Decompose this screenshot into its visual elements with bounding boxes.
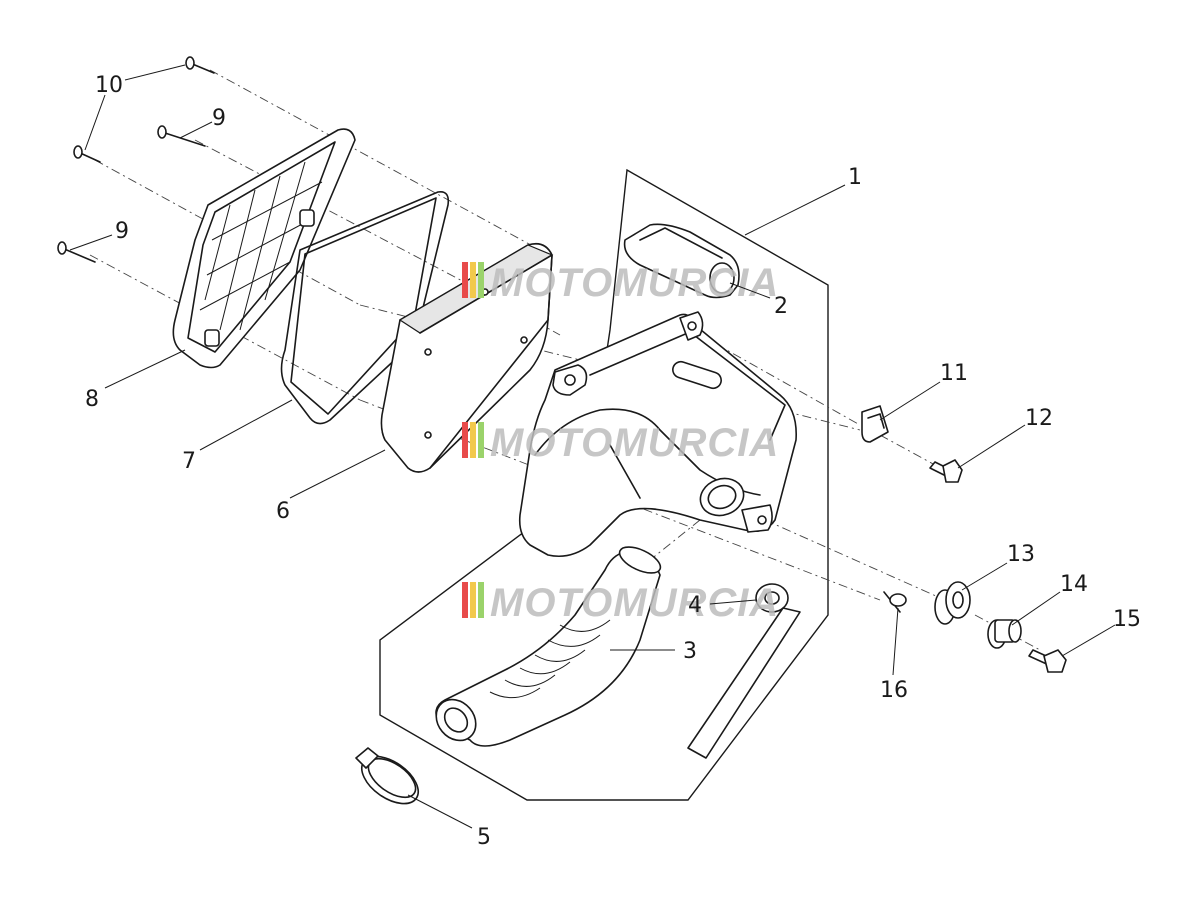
callout-labels: 1 2 3 4 5 6 7 8 9 9 10 11 12 13 14 15 16 (85, 73, 1141, 850)
callout-8: 8 (85, 387, 99, 412)
bolt-part-12 (929, 459, 963, 483)
watermark-text: MOTOMURCIA (490, 581, 779, 625)
callout-12: 12 (1025, 406, 1053, 431)
watermark-text: MOTOMURCIA (490, 261, 779, 305)
seal-part-7 (280, 190, 450, 425)
callout-1: 1 (848, 165, 862, 190)
intake-duct-part-3 (435, 546, 662, 747)
screw-part-16 (883, 591, 907, 613)
callout-9-lower: 9 (115, 219, 129, 244)
screw-part-9 (57, 125, 206, 263)
bolt-part-15 (1028, 649, 1067, 673)
callout-5: 5 (477, 825, 491, 850)
cover-grid (199, 161, 323, 331)
callout-3: 3 (683, 639, 697, 664)
watermark-text: MOTOMURCIA (490, 421, 779, 465)
hose-clamp-part-5 (355, 747, 419, 805)
callout-6: 6 (276, 499, 290, 524)
filter-cover-part-8 (172, 128, 356, 369)
callout-11: 11 (940, 361, 968, 386)
callout-2: 2 (774, 294, 788, 319)
screw-part-10 (73, 56, 215, 163)
drain-tube-part-4 (687, 583, 801, 759)
bushing-part-14 (987, 619, 1022, 649)
watermark-top: MOTOMURCIA (462, 261, 779, 305)
callout-4: 4 (688, 593, 702, 618)
callout-9-upper: 9 (212, 106, 226, 131)
callout-7: 7 (182, 449, 196, 474)
callout-13: 13 (1007, 542, 1035, 567)
watermark-middle: MOTOMURCIA (462, 421, 779, 465)
clip-nut-part-11 (861, 405, 889, 443)
leader-lines (69, 64, 1116, 829)
callout-15: 15 (1113, 607, 1141, 632)
callout-14: 14 (1060, 572, 1088, 597)
snorkel-part-2 (623, 223, 740, 299)
callout-16: 16 (880, 678, 908, 703)
alignment-lines (89, 69, 1041, 651)
airbox-part-1 (518, 311, 797, 558)
watermark-bottom: MOTOMURCIA (462, 581, 779, 625)
callout-10: 10 (95, 73, 123, 98)
grommet-part-13 (934, 581, 971, 625)
duct-ribs (489, 619, 611, 699)
